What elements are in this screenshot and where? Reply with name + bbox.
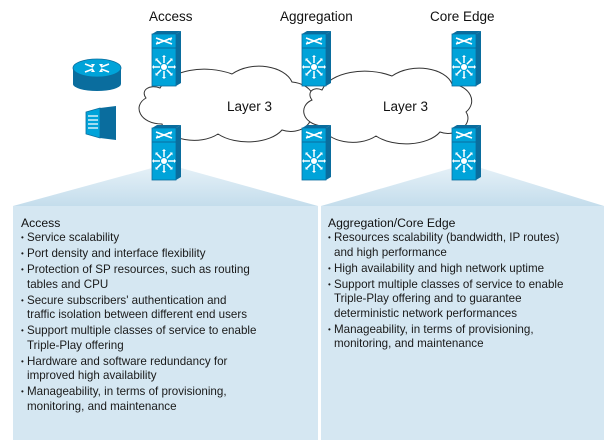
list-item-line: Secure subscribers' authentication and [27, 293, 227, 307]
list-item-line: Hardware and software redundancy for [27, 354, 228, 368]
list-item-line: Support multiple classes of service to e… [27, 324, 257, 338]
list-item: High availability and high network uptim… [328, 262, 604, 277]
core-edge-feature-list: Resources scalability (bandwidth, IP rou… [328, 231, 604, 352]
layer-label-left: Layer 3 [227, 99, 272, 114]
layer3-switch-icon [451, 31, 481, 87]
list-item-line: Manageability, in terms of provisioning, [27, 385, 227, 399]
access-feature-list: Service scalabilityPort density and inte… [21, 231, 318, 414]
access-panel-title: Access [21, 216, 61, 230]
list-item: Support multiple classes of service to e… [328, 278, 604, 322]
cloud-icon [138, 65, 314, 143]
layer3-switch-icon [301, 125, 331, 181]
list-item-line: Manageability, in terms of provisioning, [334, 322, 534, 336]
list-item-line: Triple-Play offering [27, 338, 124, 352]
topology-graphic: Layer 3 Layer 3 [13, 58, 604, 206]
list-item: Service scalability [21, 231, 318, 246]
list-item: Protection of SP resources, such as rout… [21, 263, 318, 292]
list-item-line: deterministic network performances [334, 306, 517, 320]
list-item-line: and high performance [334, 245, 447, 259]
list-item-line: Port density and interface flexibility [27, 246, 206, 260]
core-edge-panel: Aggregation/Core Edge Resources scalabil… [321, 206, 604, 440]
list-item: Port density and interface flexibility [21, 247, 318, 262]
list-item-line: Support multiple classes of service to e… [334, 277, 564, 291]
list-item-line: Service scalability [27, 231, 120, 244]
list-item-line: improved high availability [27, 369, 157, 383]
list-item: Support multiple classes of service to e… [21, 324, 318, 353]
column-title-core-edge: Core Edge [430, 9, 495, 24]
router-icon [72, 58, 122, 91]
list-item: Secure subscribers' authentication andtr… [21, 294, 318, 323]
list-item-line: traffic isolation between different end … [27, 308, 247, 322]
list-item-line: Triple-Play offering and to guarantee [334, 292, 522, 306]
access-beam [13, 168, 318, 206]
list-item-line: monitoring, and maintenance [27, 399, 177, 413]
layer3-switch-icon [151, 31, 181, 87]
layer-label-right: Layer 3 [383, 99, 428, 114]
server-icon [85, 106, 116, 140]
access-panel: Access Service scalabilityPort density a… [13, 206, 318, 440]
layer3-switch-icon [301, 31, 331, 87]
layer3-switch-icon [151, 125, 181, 181]
list-item-line: Protection of SP resources, such as rout… [27, 262, 250, 276]
list-item: Manageability, in terms of provisioning,… [21, 385, 318, 414]
list-item-line: High availability and high network uptim… [334, 261, 545, 275]
list-item: Manageability, in terms of provisioning,… [328, 323, 604, 352]
core-edge-panel-title: Aggregation/Core Edge [328, 216, 456, 230]
list-item-line: Resources scalability (bandwidth, IP rou… [334, 231, 560, 244]
switch-layer [151, 31, 481, 181]
list-item-line: tables and CPU [27, 277, 109, 291]
list-item: Hardware and software redundancy forimpr… [21, 355, 318, 384]
cloud-icon [303, 67, 473, 145]
list-item: Resources scalability (bandwidth, IP rou… [328, 231, 604, 260]
core-edge-beam [321, 168, 604, 206]
layer3-switch-icon [451, 125, 481, 181]
column-title-access: Access [149, 9, 193, 24]
list-item-line: monitoring, and maintenance [334, 337, 484, 351]
column-title-aggregation: Aggregation [280, 9, 353, 24]
